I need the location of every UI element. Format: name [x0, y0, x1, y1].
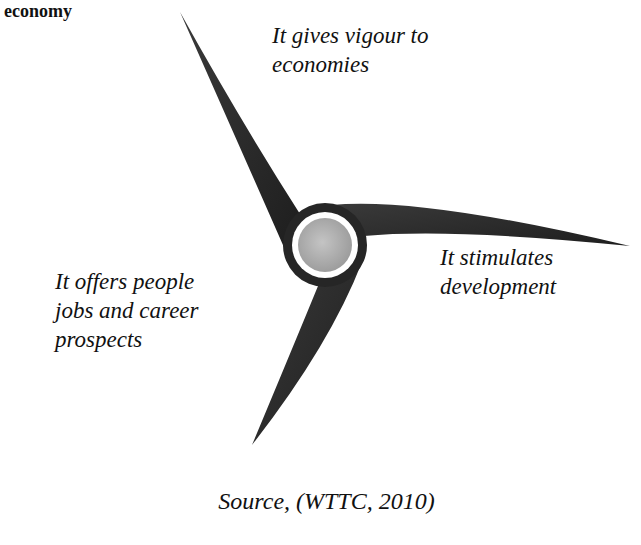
benefit-label: It gives vigour to economies — [272, 22, 437, 80]
source-caption: Source, (WTTC, 2010) — [0, 488, 641, 515]
swirl-core — [298, 218, 352, 272]
swirl-gap — [292, 212, 358, 278]
swirl-ring — [283, 203, 367, 287]
swirl-blade — [331, 204, 630, 246]
benefit-label: It stimulates development — [440, 244, 630, 302]
benefit-label: It offers people jobs and career prospec… — [55, 268, 230, 354]
heading: economy — [4, 1, 72, 22]
swirl-blade — [252, 262, 362, 445]
